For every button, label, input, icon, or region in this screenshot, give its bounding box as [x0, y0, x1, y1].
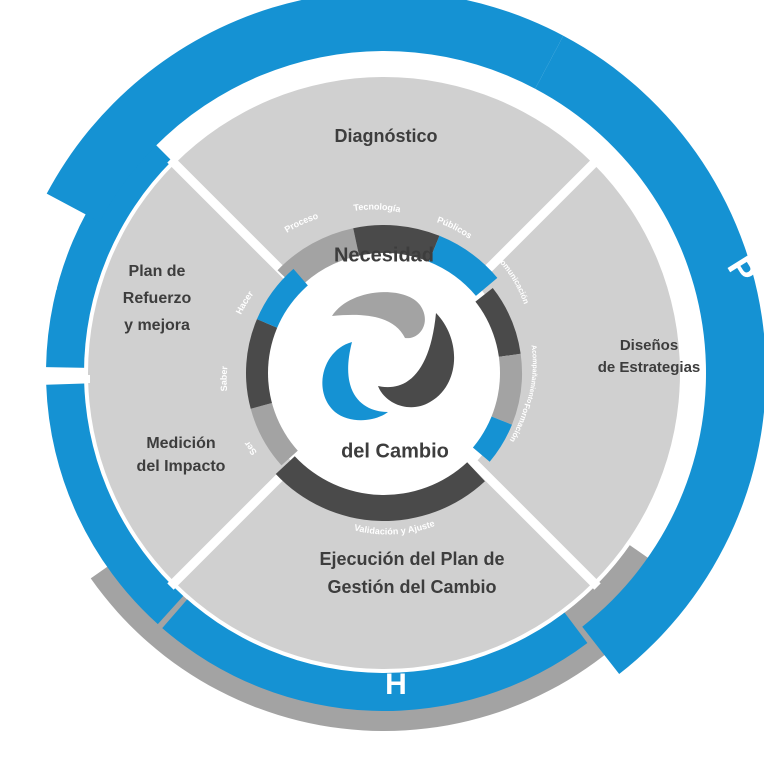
label-ejecucion-2: Gestión del Cambio: [327, 577, 496, 597]
label-plan-2: Refuerzo: [123, 290, 192, 307]
segment-label-saber: Saber: [219, 365, 230, 391]
monitoring-arc: [90, 545, 678, 732]
quadrant-divider: [167, 458, 299, 590]
segment-label-tecnologia-path: Tecnología: [353, 202, 402, 215]
label-medicion-1: Medición: [146, 435, 215, 452]
sector-plan-medicion: [88, 163, 294, 583]
segment-formacion: [472, 416, 512, 462]
segment-acompanamiento: [490, 353, 523, 425]
swirl-blue-blade: [322, 342, 388, 421]
segment-validacion: [275, 456, 485, 522]
label-plan-1: Plan de: [129, 263, 186, 280]
swirl-gray-blade: [332, 292, 425, 339]
label-diagnostico: Diagnóstico: [334, 126, 437, 146]
segment-ser: [250, 402, 299, 466]
segment-label-saber-path: Saber: [219, 365, 230, 391]
outer-letter-v: V: [24, 479, 62, 510]
center-label-bottom: del Cambio: [341, 440, 449, 462]
segment-publicos: [428, 235, 498, 296]
swirl-dark-blade: [378, 313, 455, 408]
monitoring-label: Monitoreo: [351, 739, 429, 756]
sector-disenos: [474, 163, 680, 583]
quadrant-divider: [469, 156, 601, 288]
label-plan-3: y mejora: [124, 317, 190, 334]
segment-hacer: [256, 268, 309, 329]
label-ejecucion-1: Ejecución del Plan de: [319, 549, 504, 569]
monitoring-sub-label: V: [385, 759, 396, 776]
outer-letter-h: H: [385, 668, 407, 701]
segment-saber: [245, 319, 279, 409]
sector-diagnostico: [174, 77, 594, 283]
outer-segment-h: [162, 596, 588, 711]
label-disenos-1: Diseños: [620, 337, 678, 354]
segment-label-tecnologia: Tecnología: [353, 202, 402, 215]
segment-tecnologia: [353, 224, 440, 262]
center-label-top: Necesidad: [334, 244, 434, 266]
outer-segment-p: [535, 35, 764, 675]
quadrant-divider: [167, 156, 299, 288]
label-disenos-2: de Estrategias: [598, 359, 701, 376]
sector-ejecucion: [174, 463, 594, 669]
outer-segment-top: [46, 0, 564, 222]
quadrant-divider: [469, 458, 601, 590]
center-disc: [268, 257, 500, 489]
segment-comunicacion: [474, 288, 521, 357]
swirl-logo-icon: [322, 292, 455, 421]
label-medicion-2: del Impacto: [137, 458, 226, 475]
